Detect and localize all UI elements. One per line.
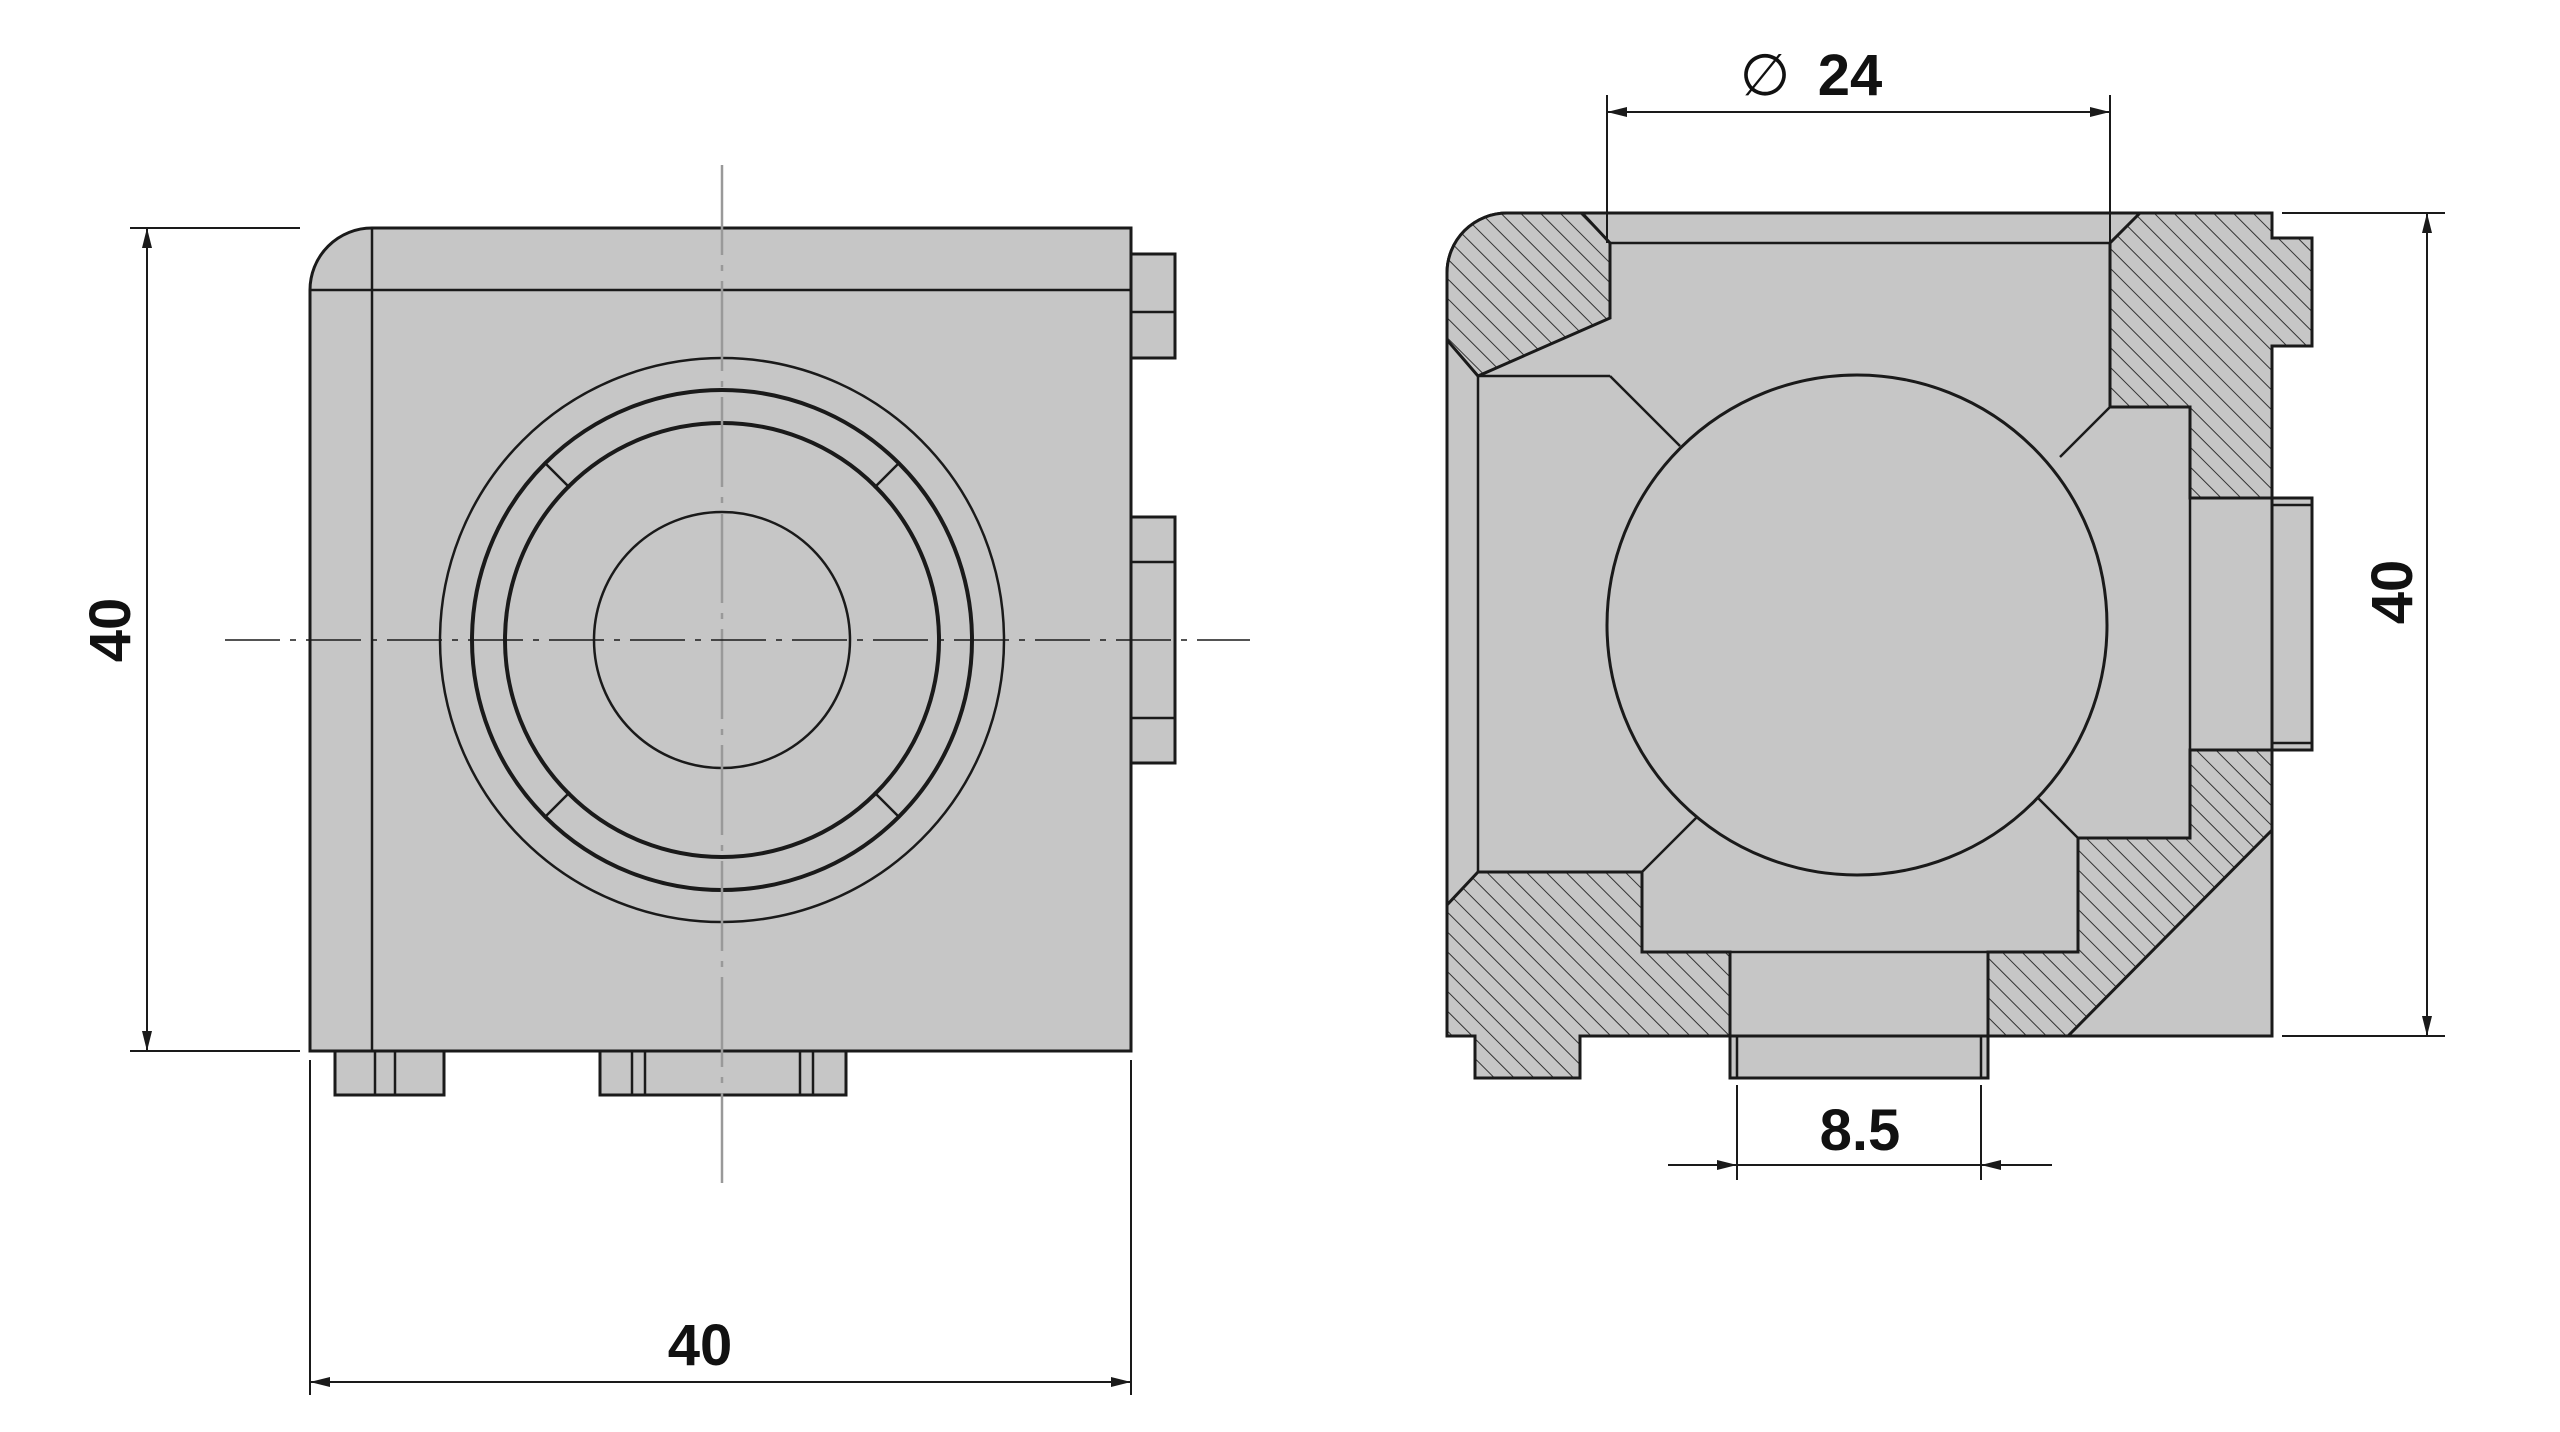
section-bottom-tab	[1728, 1034, 1990, 1080]
section-right-tab	[2270, 496, 2314, 752]
front-height-label: 40	[78, 598, 143, 663]
front-width-label: 40	[668, 1313, 733, 1378]
front-width-dimension: 40	[309, 1060, 1132, 1395]
hatch-bottom-right	[1986, 748, 2274, 1038]
section-height-dimension: 40	[2282, 212, 2445, 1037]
front-view: 40 40	[78, 165, 1250, 1395]
diameter-dimension: ∅ 24	[1606, 43, 2111, 243]
section-height-label: 40	[2360, 560, 2425, 625]
bottom-tabs	[333, 1049, 848, 1097]
diameter-value: 24	[1818, 43, 1883, 108]
front-height-dimension: 40	[78, 227, 300, 1052]
right-tabs	[1129, 252, 1177, 765]
section-inner-lines	[1476, 241, 2192, 954]
hatch-top-left	[1445, 211, 1612, 378]
diameter-symbol: ∅	[1740, 43, 1791, 108]
hatch-top-right	[2108, 211, 2314, 500]
section-sphere	[1605, 373, 2109, 877]
section-view: ∅ 24 40 8.5	[1445, 43, 2445, 1180]
slot-width-label: 8.5	[1820, 1098, 1901, 1163]
slot-width-dimension: 8.5	[1668, 1085, 2052, 1180]
